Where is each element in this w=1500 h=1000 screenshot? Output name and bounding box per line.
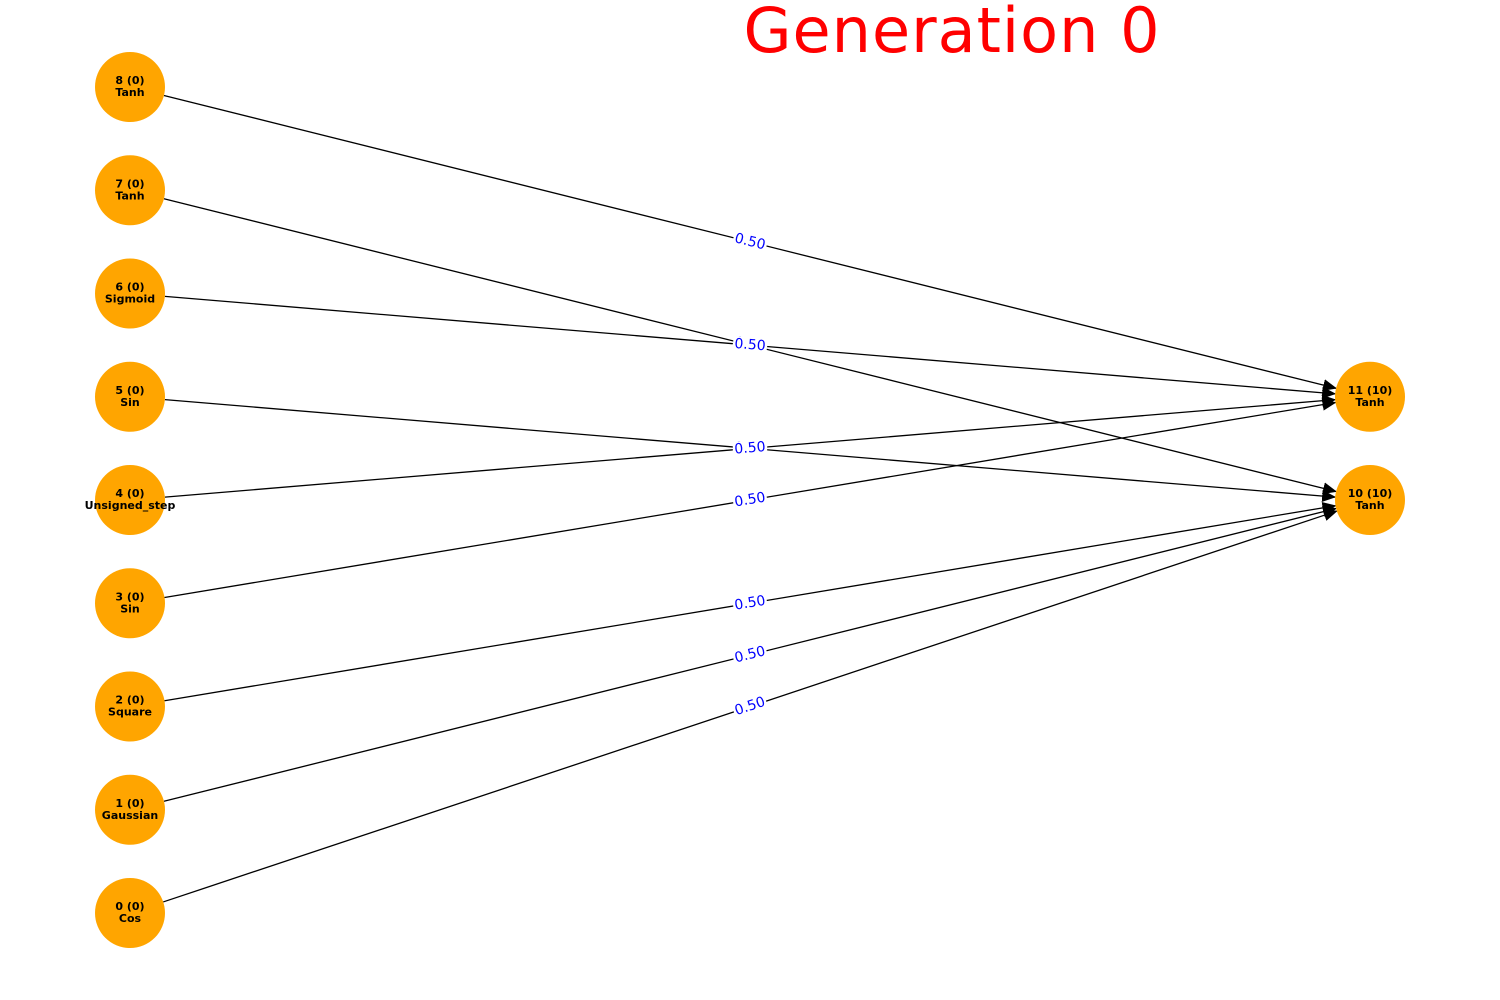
- edge-weight-label: 0.50: [734, 439, 766, 458]
- node-3: 3 (0)Sin: [95, 568, 165, 639]
- node-circle: [95, 774, 165, 845]
- node-2: 2 (0)Square: [95, 671, 165, 742]
- node-circle: [95, 155, 165, 226]
- node-8: 8 (0)Tanh: [95, 52, 165, 122]
- node-circle: [1335, 361, 1405, 432]
- node-circle: [95, 258, 165, 329]
- edge-label-background: [731, 693, 769, 720]
- node-activation-label: Tanh: [115, 189, 144, 202]
- edge-labels-group: 0.500.500.500.500.500.500.500.500.50: [731, 229, 769, 720]
- node-activation-label: Gaussian: [102, 809, 158, 822]
- node-activation-label: Sin: [120, 602, 140, 615]
- edge-weight-label: 0.50: [733, 593, 766, 614]
- node-id-label: 1 (0): [115, 797, 144, 810]
- node-id-label: 8 (0): [115, 74, 144, 87]
- edge-weight-label: 0.50: [734, 336, 766, 355]
- node-circle: [95, 878, 165, 948]
- node-activation-label: Cos: [119, 912, 142, 925]
- node-circle: [1335, 465, 1405, 535]
- node-activation-label: Square: [108, 706, 152, 719]
- edge-weight-label: 0.50: [733, 490, 766, 511]
- node-circle: [95, 465, 165, 535]
- node-0: 0 (0)Cos: [95, 878, 165, 948]
- node-id-label: 0 (0): [115, 900, 144, 913]
- edge-label-background: [731, 592, 769, 614]
- diagram-title: Generation 0: [743, 0, 1160, 67]
- node-activation-label: Sin: [120, 396, 140, 409]
- node-id-label: 10 (10): [1348, 487, 1393, 500]
- node-4: 4 (0)Unsigned_step: [85, 465, 176, 535]
- node-circle: [95, 568, 165, 639]
- edge-label-background: [732, 335, 768, 355]
- node-id-label: 2 (0): [115, 694, 144, 707]
- edge-label-background: [731, 489, 769, 511]
- node-11: 11 (10)Tanh: [1335, 361, 1405, 432]
- node-activation-label: Unsigned_step: [85, 499, 176, 512]
- node-circle: [95, 361, 165, 432]
- node-activation-label: Tanh: [1355, 396, 1384, 409]
- node-id-label: 3 (0): [115, 590, 144, 603]
- node-10: 10 (10)Tanh: [1335, 465, 1405, 535]
- node-id-label: 11 (10): [1348, 384, 1393, 397]
- edge-label-background: [731, 229, 769, 254]
- edge-label-background: [731, 642, 769, 667]
- node-activation-label: Tanh: [115, 86, 144, 99]
- edge-weight-label: 0.50: [733, 230, 767, 253]
- node-7: 7 (0)Tanh: [95, 155, 165, 226]
- node-circle: [95, 671, 165, 742]
- edge-weight-label: 0.50: [733, 694, 768, 719]
- node-1: 1 (0)Gaussian: [95, 774, 165, 845]
- node-activation-label: Tanh: [1355, 499, 1384, 512]
- node-id-label: 6 (0): [115, 281, 144, 294]
- node-id-label: 5 (0): [115, 384, 144, 397]
- node-6: 6 (0)Sigmoid: [95, 258, 165, 329]
- edge-weight-label: 0.50: [733, 643, 767, 666]
- node-id-label: 7 (0): [115, 177, 144, 190]
- edge-label-background: [732, 438, 768, 458]
- node-circle: [95, 52, 165, 122]
- node-id-label: 4 (0): [115, 487, 144, 500]
- node-5: 5 (0)Sin: [95, 361, 165, 432]
- node-activation-label: Sigmoid: [105, 293, 155, 306]
